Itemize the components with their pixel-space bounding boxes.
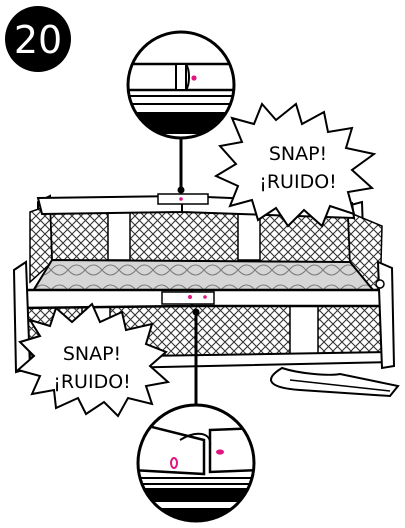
front-left-post (12, 260, 32, 374)
zoom-frame-top (126, 30, 236, 140)
snap-text-lower: SNAP! (63, 343, 121, 365)
front-panel-right (289, 301, 319, 357)
strap-seam (289, 379, 391, 392)
carry-strap (270, 366, 400, 398)
front-rail-hinge (161, 291, 215, 305)
snap-burst-lower: SNAP! ¡RUIDO! (15, 302, 171, 418)
corner-knob (375, 279, 385, 289)
leader-dot-top (177, 186, 185, 194)
step-number: 20 (14, 18, 62, 62)
front-hinge-indicator-right (203, 295, 207, 299)
back-panel-right (237, 213, 261, 261)
back-rail-hinge (157, 193, 209, 205)
front-right-post (376, 260, 396, 370)
zoom-detail-bottom (136, 403, 256, 523)
front-hinge-indicator-left (188, 295, 192, 299)
front-rail-right (190, 288, 388, 308)
playard (12, 193, 400, 398)
back-panel-left (107, 211, 131, 261)
ruido-text-lower: ¡RUIDO! (53, 371, 131, 393)
zoom-detail-top (126, 30, 236, 140)
leader-dot-bottom (192, 308, 200, 316)
snap-burst-upper: SNAP! ¡RUIDO! (213, 102, 377, 228)
back-hinge-indicator (179, 197, 183, 201)
snap-text-upper: SNAP! (269, 143, 327, 165)
zoom-frame-bottom (136, 403, 256, 523)
step-number-badge: 20 (5, 6, 71, 72)
ruido-text-upper: ¡RUIDO! (259, 171, 337, 193)
